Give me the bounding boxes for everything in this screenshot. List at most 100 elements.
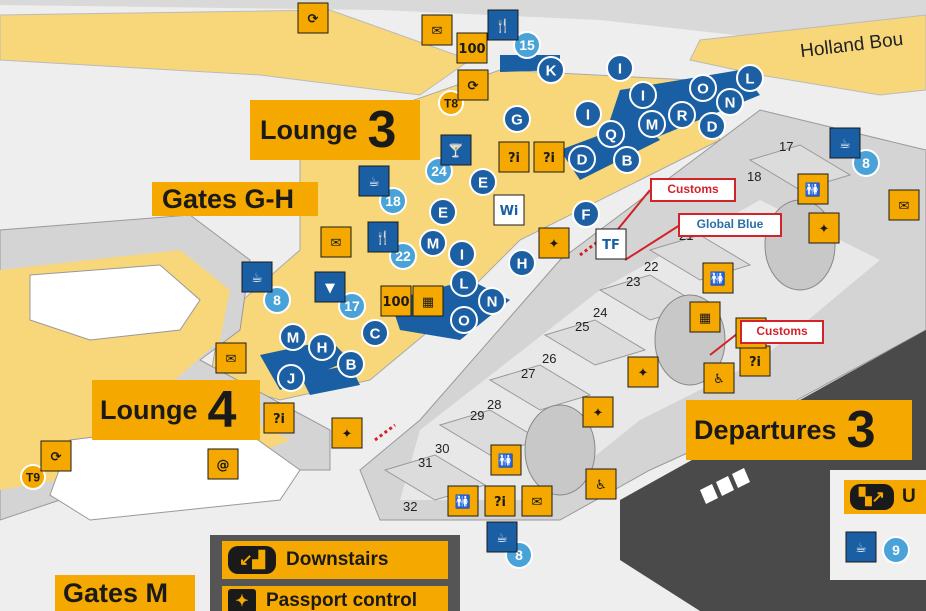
legend-downstairs-label: Downstairs [286,549,389,570]
passport-icon: ✦ [331,417,363,449]
coffee-icon: ☕ [486,521,518,553]
shop-letter-i: I [629,81,657,109]
svg-text:⟳: ⟳ [51,450,62,465]
lounge-4-word: Lounge [100,394,198,425]
mail-icon: ✉ [888,189,920,221]
svg-text:B: B [622,152,633,169]
svg-text:O: O [458,312,470,329]
gate-number-27: 27 [521,366,535,381]
shop-letter-h: H [508,249,536,277]
internet-icon: @ [207,448,239,480]
svg-text:K: K [546,62,557,79]
mail-icon: ✉ [421,14,453,46]
info-icon: ?i [498,141,530,173]
shop-letter-h: H [308,333,336,361]
svg-text:🍴: 🍴 [495,18,511,34]
atm-icon: ▦ [689,301,721,333]
gates-m-label: Gates M [63,577,169,608]
gates-gh-sign: Gates G-H [152,182,318,216]
info-icon: ?i [263,402,295,434]
svg-text:C: C [370,325,381,342]
svg-text:O: O [697,80,709,97]
svg-text:Wi: Wi [500,204,519,219]
svg-text:8: 8 [273,292,281,308]
facility-number-8: 8 [263,286,291,314]
lounge-4-number: 4 [207,381,237,439]
shop-letter-l: L [450,269,478,297]
lounge-3-number: 3 [367,101,397,159]
svg-text:✦: ✦ [638,366,649,381]
svg-text:E: E [478,174,488,191]
legend-upstairs: ▚↗ U [844,480,926,514]
svg-text:J: J [287,370,295,387]
svg-text:☕: ☕ [251,271,263,286]
lounge-3-sign: Lounge 3 [250,100,420,160]
facility-number-15: 15 [513,31,541,59]
customs-callout-2: Customs [740,320,824,344]
departures-3-sign: Departures 3 [686,400,912,460]
svg-text:⟳: ⟳ [468,79,479,94]
svg-text:I: I [586,106,590,123]
accessible-icon: ♿ [703,362,735,394]
info-icon: ?i [533,141,565,173]
lounge-4-sign: Lounge 4 [92,380,260,440]
svg-text:🚻: 🚻 [455,494,471,510]
svg-text:☕: ☕ [855,541,867,556]
restaurant-icon: 🍴 [367,221,399,253]
gate-number-22: 22 [644,259,658,274]
svg-text:N: N [487,293,498,310]
svg-text:✦: ✦ [342,427,353,442]
shop-letter-b: B [613,146,641,174]
shop-letter-o: O [450,306,478,334]
shop-letter-n: N [478,287,506,315]
svg-text:G: G [511,111,523,128]
svg-text:▦: ▦ [422,295,434,310]
customs-callout-1: Customs [650,178,736,202]
svg-text:F: F [581,206,590,223]
svg-text:✉: ✉ [331,236,342,251]
svg-text:E: E [438,204,448,221]
duty-free-icon: 100 [380,285,412,317]
departures-3-word: Departures [694,414,837,445]
gate-number-29: 29 [470,408,484,423]
svg-text:✉: ✉ [432,24,443,39]
legend-downstairs: ↙▟ Downstairs [222,541,448,579]
facility-number-18: 18 [379,187,407,215]
coffee-icon: ☕ [845,531,877,563]
shop-letter-b: B [337,350,365,378]
shop-letter-c: C [361,319,389,347]
gate-number-23: 23 [626,274,640,289]
gate-number-28: 28 [487,397,501,412]
mail-icon: ✉ [521,485,553,517]
shop-letter-d: D [698,112,726,140]
facility-number-22: 22 [389,242,417,270]
shop-letter-k: K [537,56,565,84]
shop-letter-n: N [716,88,744,116]
svg-text:L: L [459,275,468,292]
svg-text:✦: ✦ [549,237,560,252]
ice-cream-icon: ▼ [314,271,346,303]
passport-control-icon: ✦ [228,589,256,611]
svg-text:M: M [646,116,659,133]
lounge-3-word: Lounge [260,114,358,145]
bar-icon: 🍸 [440,134,472,166]
svg-text:M: M [427,235,440,252]
svg-text:☕: ☕ [839,137,851,152]
svg-text:🚻: 🚻 [498,453,514,469]
accessible-icon: ♿ [585,468,617,500]
shop-letter-l: L [736,64,764,92]
svg-text:H: H [517,255,528,272]
shop-letter-m: M [279,323,307,351]
shop-letter-i: I [448,240,476,268]
svg-text:✉: ✉ [532,495,543,510]
downstairs-icon: ↙▟ [228,546,276,574]
svg-text:?i: ?i [749,355,761,370]
mail-icon: ✉ [215,342,247,374]
legend-upstairs-label: U [902,486,916,507]
shop-letter-q: Q [597,120,625,148]
svg-text:H: H [317,339,328,356]
wifi-icon: Wi [493,194,525,226]
